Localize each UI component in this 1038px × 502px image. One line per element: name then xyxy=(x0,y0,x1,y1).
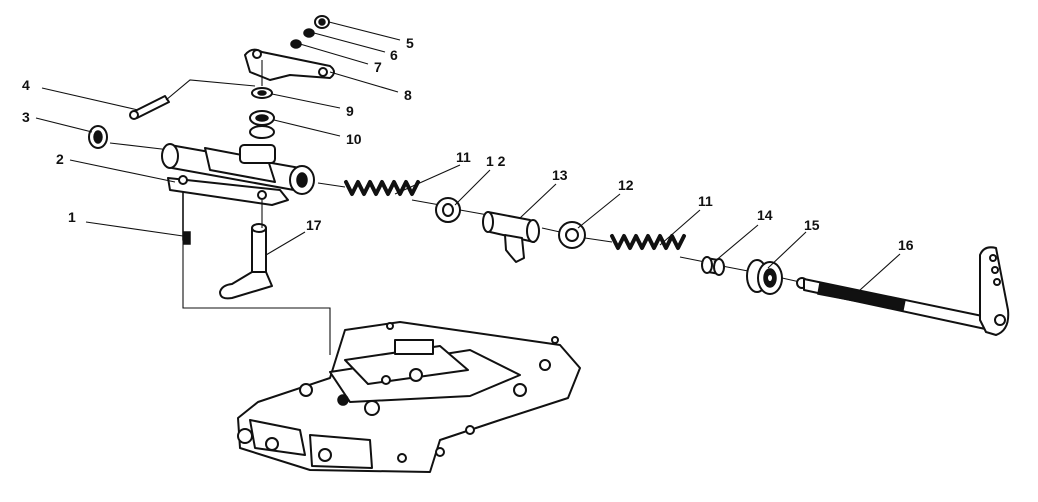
assembly-axis xyxy=(109,142,801,283)
callout-11-right: 11 xyxy=(698,193,713,209)
part-7-washer xyxy=(290,39,302,49)
callout-6: 6 xyxy=(390,47,398,63)
callout-17: 17 xyxy=(306,217,322,233)
leader-lines xyxy=(35,21,901,291)
callout-15: 15 xyxy=(804,217,820,233)
part-8-lever xyxy=(244,48,335,86)
part-11-spring-right xyxy=(610,234,686,250)
part-17-lever-shaft xyxy=(219,200,273,300)
part-16-shaft xyxy=(796,246,1010,336)
part-1-pin xyxy=(182,189,191,245)
hydraulic-housing xyxy=(237,321,581,473)
part-12-spacer-right xyxy=(558,221,586,249)
part-4-bolt xyxy=(129,79,256,120)
part-5-nut xyxy=(314,15,330,29)
callout-7: 7 xyxy=(374,59,382,75)
callout-12-left: 1 2 xyxy=(486,153,506,169)
part-3-seal xyxy=(88,125,108,149)
callout-1: 1 xyxy=(68,209,76,225)
callout-14: 14 xyxy=(757,207,773,223)
part-15-piston xyxy=(746,259,783,295)
part-13-spool xyxy=(482,211,540,263)
callout-12-right: 12 xyxy=(618,177,634,193)
callout-3: 3 xyxy=(22,109,30,125)
pin-to-housing-guide-line xyxy=(182,240,331,355)
callout-labels: 1 2 3 4 5 6 7 8 9 10 11 1 2 13 12 11 14 … xyxy=(22,35,914,253)
callout-2: 2 xyxy=(56,151,64,167)
callout-4: 4 xyxy=(22,77,30,93)
part-12-spacer-left xyxy=(435,197,461,223)
callout-10: 10 xyxy=(346,131,362,147)
callout-9: 9 xyxy=(346,103,354,119)
part-11-spring-left xyxy=(344,180,420,196)
part-2-valve-body xyxy=(161,143,315,206)
callout-5: 5 xyxy=(406,35,414,51)
callout-13: 13 xyxy=(552,167,568,183)
callout-16: 16 xyxy=(898,237,914,253)
part-9-washer xyxy=(251,87,273,99)
part-14-collar xyxy=(701,256,725,276)
callout-11-left: 11 xyxy=(456,149,471,165)
part-10-bushing xyxy=(249,110,275,139)
callout-8: 8 xyxy=(404,87,412,103)
part-6-washer xyxy=(303,28,315,38)
